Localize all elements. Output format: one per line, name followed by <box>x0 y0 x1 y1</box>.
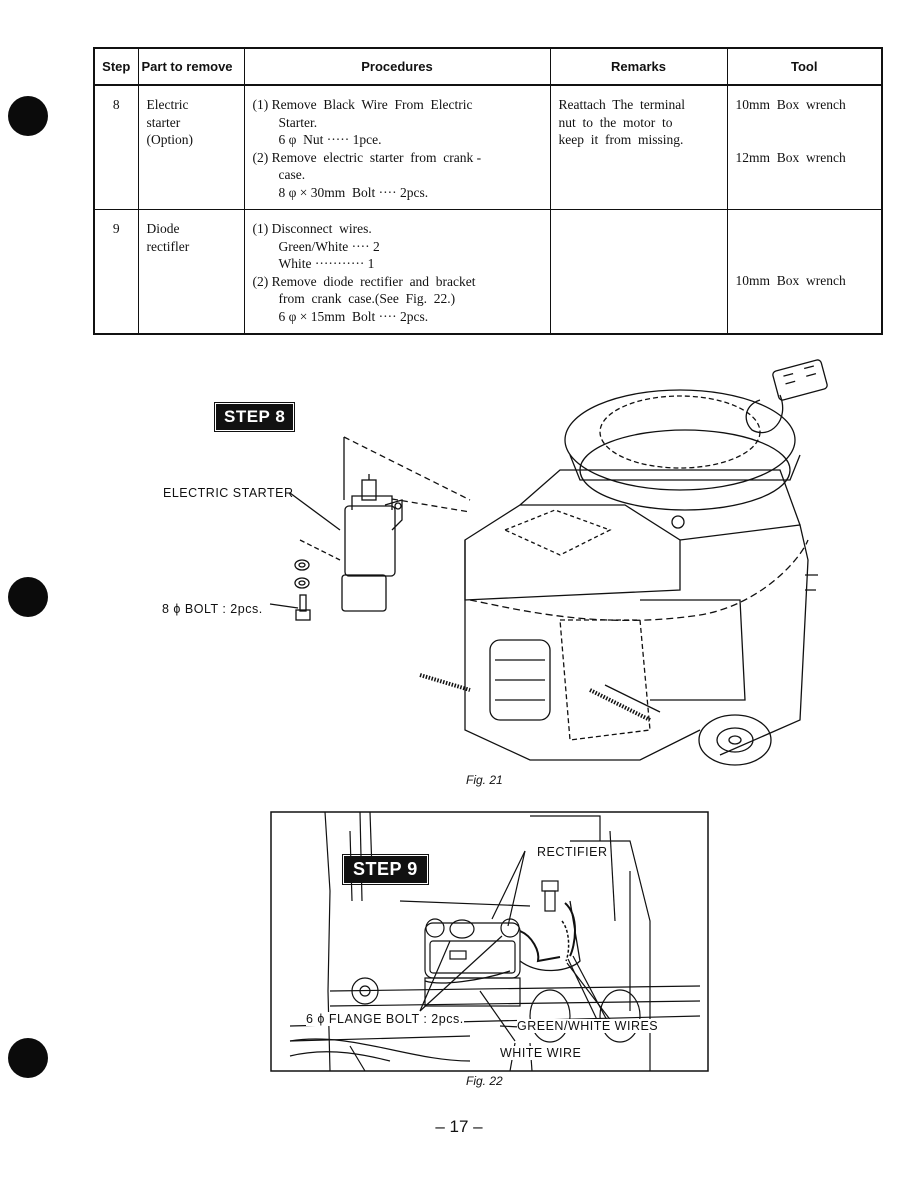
table-row-step-8: 8 Electric starter (Option) (1) Remove B… <box>93 84 883 210</box>
procedure-line: 6 φ Nut ····· 1pce. <box>278 132 382 147</box>
binder-hole-2 <box>8 577 48 617</box>
procedure-line: case. <box>278 167 306 182</box>
tool: 10mm Box wrench 12mm Box wrench <box>726 84 883 210</box>
tool-line: 10mm Box wrench <box>735 97 846 112</box>
binder-hole-1 <box>8 96 48 136</box>
tool-line: 10mm Box wrench <box>735 273 846 288</box>
procedure-line: (1) Disconnect wires. <box>252 221 372 236</box>
procedure-line: 8 φ × 30mm Bolt ···· 2pcs. <box>278 184 429 200</box>
procedure-line: Green/White ···· 2 <box>278 238 380 254</box>
part-line: (Option) <box>146 132 194 147</box>
remark-line: nut to the motor to <box>558 114 673 130</box>
tool-line: 12mm Box wrench <box>735 149 846 165</box>
part-to-remove: Electric starter (Option) <box>137 84 245 210</box>
remark-line: keep it from missing. <box>558 132 684 147</box>
part-line: rectifler <box>146 238 190 254</box>
engine-illustration <box>269 359 828 766</box>
step-number: 9 <box>93 209 139 335</box>
page-number: – 17 – <box>435 1117 483 1136</box>
procedure-line: White ··········· 1 <box>278 256 375 271</box>
tool: 10mm Box wrench <box>726 209 883 335</box>
step-8-badge: STEP 8 <box>213 402 296 432</box>
rectifier-photo-frame <box>270 811 709 1072</box>
procedure-line: from crank case.(See Fig. 22.) <box>278 291 456 306</box>
procedure-line: Starter. <box>278 114 318 130</box>
remark-line: Reattach The terminal <box>558 97 685 112</box>
header-procedures: Procedures <box>243 47 551 86</box>
procedures: (1) Remove Black Wire From Electric Star… <box>243 84 551 210</box>
remarks: Reattach The terminal nut to the motor t… <box>549 84 728 210</box>
step-number: 8 <box>93 84 139 210</box>
flange-bolt-label: 6 ϕ FLANGE BOLT : 2pcs. <box>306 1012 464 1026</box>
procedure-line: 6 φ × 15mm Bolt ···· 2pcs. <box>278 308 429 324</box>
binder-hole-3 <box>8 1038 48 1078</box>
table-header-row: Step Part to remove Procedures Remarks T… <box>93 47 883 86</box>
electric-starter-label: ELECTRIC STARTER <box>163 486 294 500</box>
white-wire-label: WHITE WIRE <box>500 1046 582 1060</box>
procedure-line: (1) Remove Black Wire From Electric <box>252 97 473 112</box>
part-line: Diode <box>146 221 180 236</box>
remarks <box>549 209 728 335</box>
procedure-line: (2) Remove diode rectifier and bracket <box>252 273 476 289</box>
rectifier-label: RECTIFIER <box>537 845 608 859</box>
part-line: starter <box>146 114 181 130</box>
header-remarks: Remarks <box>549 47 728 86</box>
fig22-caption: Fig. 22 <box>466 1074 503 1088</box>
header-tool: Tool <box>726 47 883 86</box>
header-part: Part to remove <box>137 47 245 86</box>
step-9-badge: STEP 9 <box>342 854 429 885</box>
bolt-label: 8 ϕ BOLT : 2pcs. <box>162 602 263 616</box>
procedure-line: (2) Remove electric starter from crank - <box>252 149 482 165</box>
table-row-step-9: 9 Diode rectifler (1) Disconnect wires. … <box>93 209 883 335</box>
part-to-remove: Diode rectifler <box>137 209 245 335</box>
green-white-wires-label: GREEN/WHITE WIRES <box>517 1019 659 1033</box>
fig21-caption: Fig. 21 <box>466 773 503 787</box>
header-step: Step <box>93 47 139 86</box>
procedure-table: Step Part to remove Procedures Remarks T… <box>93 47 883 335</box>
procedures: (1) Disconnect wires. Green/White ···· 2… <box>243 209 551 335</box>
part-line: Electric <box>146 97 189 112</box>
